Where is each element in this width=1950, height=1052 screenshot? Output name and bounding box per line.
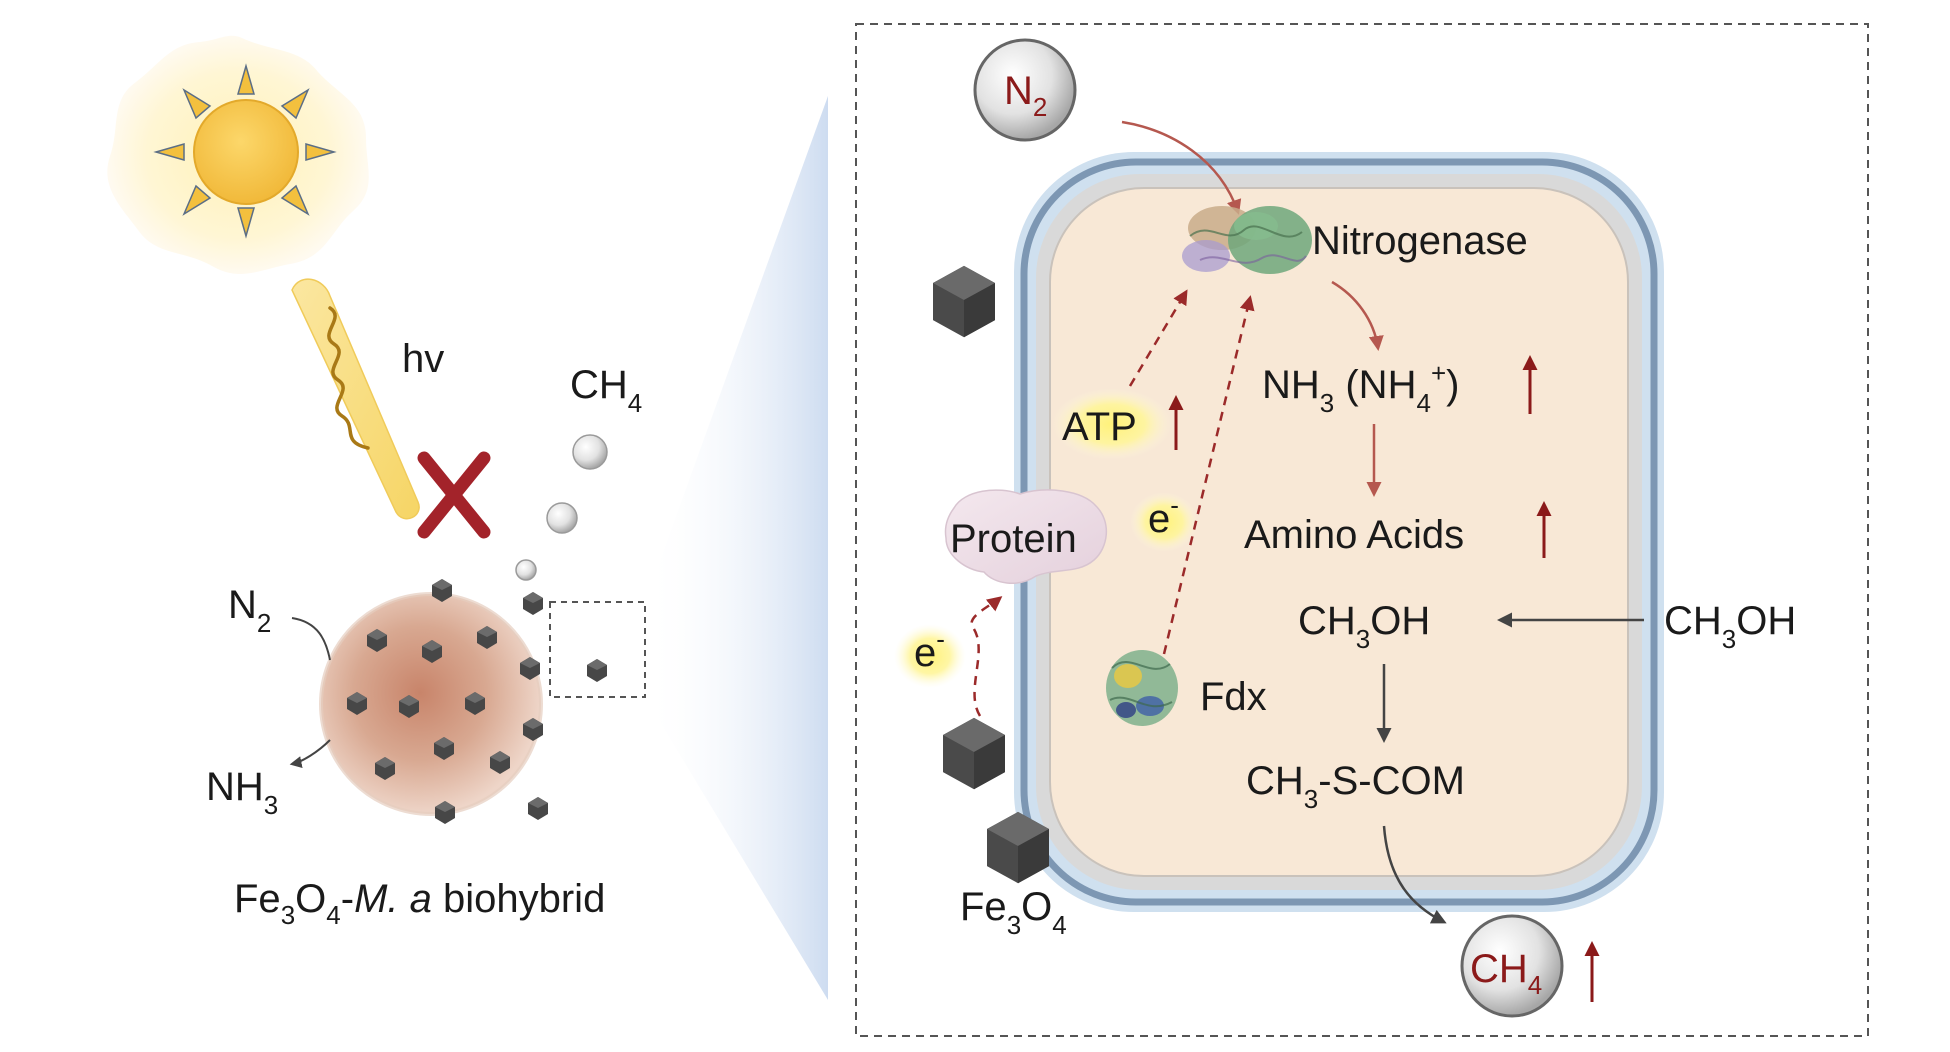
nitrogenase-label: Nitrogenase	[1312, 219, 1528, 263]
nh3-nh4-label: NH3 (NH4+)	[1262, 358, 1459, 418]
ch3-s-com-label: CH3-S-COM	[1246, 759, 1465, 814]
atp-glow	[1052, 388, 1172, 460]
sun-core	[193, 99, 299, 205]
wavy-light-icon	[327, 306, 370, 450]
sun	[107, 35, 369, 274]
ch3scom-to-ch4-arrow	[1382, 825, 1447, 924]
biohybrid-caption: Fe3O4-M. a biohybrid	[234, 877, 605, 930]
fdx-label: Fdx	[1200, 675, 1267, 719]
blocked-cross-icon	[417, 451, 491, 539]
ch3oh-inner-label: CH3OH	[1298, 599, 1430, 654]
nh3-release-arrow	[289, 739, 331, 768]
fdx-to-nitrogenase-arrow	[1162, 295, 1255, 655]
ch4-bubble-label: CH4	[1470, 947, 1542, 1000]
biohybrid-cell	[319, 579, 607, 824]
e-inner-glow	[1130, 492, 1198, 552]
fe3o4-to-protein-arrow	[970, 596, 1003, 717]
n2-to-nitrogenase-arrow	[1121, 120, 1242, 215]
zoom-cone	[645, 96, 828, 1000]
nitrogenase-structure-icon	[1182, 206, 1312, 274]
protein-label: Protein	[950, 517, 1077, 561]
fe3o4-label-right: Fe3O4	[960, 885, 1067, 940]
n2-bubble	[973, 38, 1077, 142]
hv-label: hv	[402, 337, 444, 381]
fdx-structure-icon	[1106, 650, 1178, 726]
e-minus-outer-label: e-	[914, 624, 945, 675]
nh3-label-left: NH3	[206, 765, 278, 820]
light-beam	[291, 278, 420, 520]
atp-to-nitrogenase-arrow	[1128, 289, 1188, 387]
e-outer-glow	[894, 624, 966, 688]
sun-rays	[153, 63, 337, 239]
nitrogenase-to-nh3-arrow	[1331, 280, 1384, 351]
e-minus-inner-label: e-	[1148, 490, 1179, 541]
ch4-label-left: CH4	[570, 363, 642, 418]
n2-label-left: N2	[228, 583, 271, 638]
ch4-bubbles	[515, 434, 608, 581]
ch3oh-outer-label: CH3OH	[1664, 599, 1796, 654]
cell-envelope	[1014, 152, 1664, 912]
zoom-panel-frame	[855, 23, 1869, 1037]
protein-blob	[944, 489, 1108, 584]
atp-label: ATP	[1062, 405, 1137, 449]
n2-uptake-arrow	[291, 617, 331, 661]
zoom-region-box	[549, 601, 646, 698]
n2-bubble-label: N2	[1004, 69, 1047, 122]
ch4-bubble	[1460, 914, 1564, 1018]
amino-acids-label: Amino Acids	[1244, 513, 1464, 557]
